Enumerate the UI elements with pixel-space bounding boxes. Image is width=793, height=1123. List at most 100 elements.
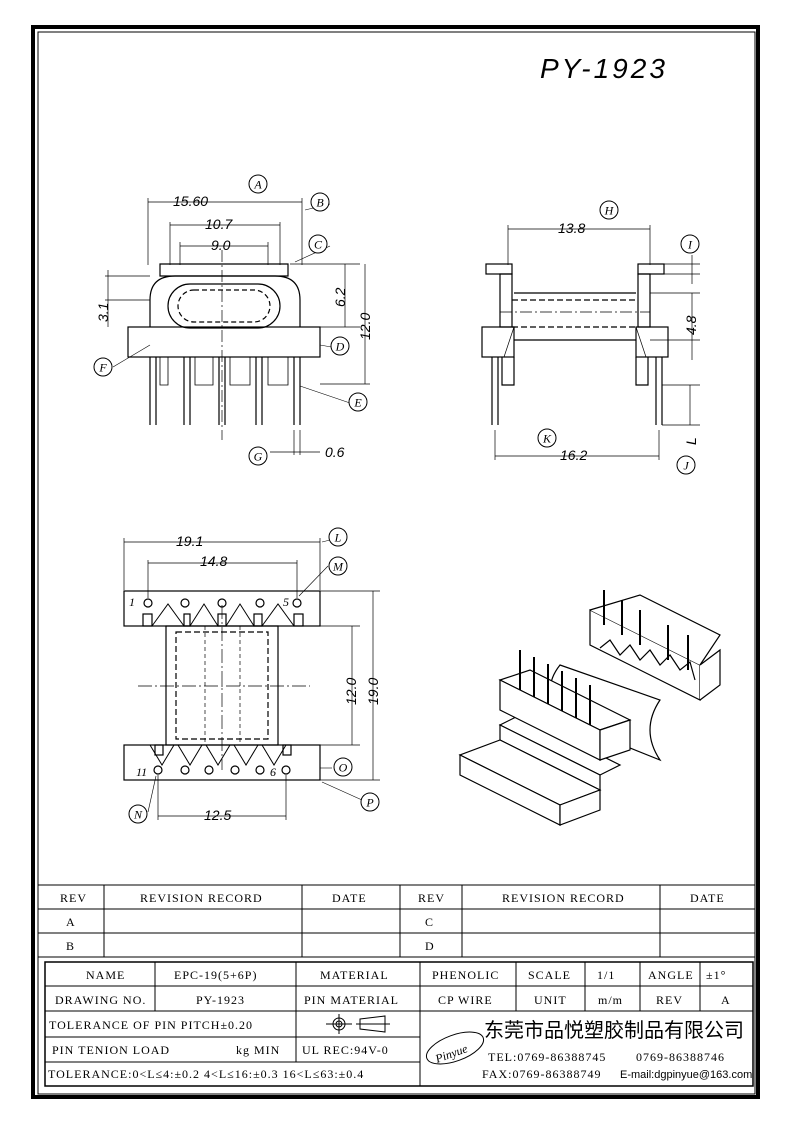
callout-circle-k [537, 428, 557, 448]
callout-label-b: B [316, 196, 324, 210]
callout-circle-l [328, 527, 348, 547]
dim-h2: 6.2 [332, 287, 348, 307]
angle-value: ±1° [706, 968, 726, 982]
material-value: PHENOLIC [432, 968, 499, 982]
rev-d: D [425, 939, 435, 953]
pin-tension-unit: kg MIN [236, 1043, 280, 1057]
date-header-1: DATE [332, 891, 367, 905]
rev-b: B [66, 939, 75, 953]
callout-label-c: C [314, 238, 323, 252]
rev-label: REV [656, 993, 683, 1007]
email: E-mail:dgpinyue@163.com [620, 1069, 752, 1081]
rev-c: C [425, 915, 434, 929]
scale-label: SCALE [528, 968, 571, 982]
dim-bot-w3: 12.5 [204, 807, 231, 823]
callout-label-i: I [687, 238, 693, 252]
revision-table [38, 884, 755, 958]
callout-circle-d [330, 336, 350, 356]
scale-value: 1/1 [597, 968, 615, 982]
callout-label-g: G [254, 450, 263, 464]
inner-border [37, 31, 756, 1095]
dim-bot-h2: 19.0 [365, 678, 381, 705]
pin-material-label: PIN MATERIAL [304, 993, 399, 1007]
dim-bot-w: 19.1 [176, 533, 203, 549]
isometric-view [458, 590, 721, 826]
callout-label-f: F [98, 361, 107, 375]
dim-side-w2: 16.2 [560, 447, 587, 463]
dim-bot-h: 12.0 [343, 678, 359, 705]
pin-label-11: 11 [136, 765, 147, 779]
angle-label: ANGLE [648, 968, 694, 982]
company-logo: Pinyue [425, 1031, 485, 1066]
dim-a: 15.60 [173, 193, 208, 209]
callout-circle-o [333, 757, 353, 777]
dim-h: 3.1 [95, 303, 111, 322]
callout-label-k: K [542, 432, 552, 446]
date-header-2: DATE [690, 891, 725, 905]
callout-circle-a [248, 174, 268, 194]
dim-a3: 9.0 [211, 237, 231, 253]
dim-bot-w2: 14.8 [200, 553, 227, 569]
pin-label-5: 5 [283, 595, 289, 609]
fax: FAX:0769-86388749 [482, 1067, 601, 1081]
bottom-view [123, 538, 380, 820]
drawing-no-value: PY-1923 [196, 993, 245, 1007]
callout-circle-b [310, 192, 330, 212]
title-block [44, 961, 754, 1087]
rev-header-1: REV [60, 891, 87, 905]
callout-circle-i [680, 234, 700, 254]
callout-circle-c [308, 234, 328, 254]
unit-value: m/m [598, 993, 623, 1007]
callout-circle-f [93, 357, 113, 377]
pin-material-value: CP WIRE [438, 993, 493, 1007]
revision-record-header-1: REVISION RECORD [140, 891, 263, 905]
callout-circle-h [599, 200, 619, 220]
callout-label-p: P [365, 796, 374, 810]
revision-record-header-2: REVISION RECORD [502, 891, 625, 905]
callout-label-h: H [604, 204, 615, 218]
ul-rec: UL REC:94V-0 [302, 1043, 389, 1057]
company-name: 东莞市品悦塑胶制品有限公司 [484, 1018, 744, 1042]
callout-label-l: L [334, 531, 342, 545]
drawing-title: PY-1923 [540, 53, 668, 84]
rev-header-2: REV [418, 891, 445, 905]
callout-circle-p [360, 792, 380, 812]
name-value: EPC-19(5+6P) [174, 968, 257, 982]
dim-pin-w: 0.6 [325, 444, 345, 460]
pin-label-1: 1 [129, 595, 135, 609]
callout-circle-m [328, 556, 348, 576]
tel: TEL:0769-86388745 [488, 1050, 606, 1064]
callout-label-d: D [335, 340, 345, 354]
dim-h3: 12.0 [357, 313, 373, 340]
callout-label-o: O [339, 761, 348, 775]
dim-side-l: L [683, 437, 699, 445]
callout-circle-n [128, 804, 148, 824]
drawing-no-label: DRAWING NO. [55, 993, 146, 1007]
rev-value: A [721, 993, 731, 1007]
callout-label-e: E [353, 396, 362, 410]
tel2: 0769-86388746 [636, 1050, 725, 1064]
unit-label: UNIT [534, 993, 567, 1007]
side-view [481, 225, 700, 460]
callout-circle-j [676, 455, 696, 475]
dim-a2: 10.7 [205, 216, 233, 232]
pin-label-6: 6 [270, 765, 276, 779]
name-label: NAME [86, 968, 125, 982]
rev-a: A [66, 915, 76, 929]
dim-side-w: 13.8 [558, 220, 585, 236]
front-view [105, 198, 370, 455]
dim-side-h: 4.8 [683, 315, 699, 335]
tolerance-full: TOLERANCE:0<L≤4:±0.2 4<L≤16:±0.3 16<L≤63… [48, 1067, 364, 1081]
callout-label-j: J [683, 459, 689, 473]
callout-label-n: N [133, 808, 143, 822]
callout-circle-e [348, 392, 368, 412]
material-label: MATERIAL [320, 968, 389, 982]
callout-label-m: M [332, 560, 344, 574]
callout-group: A B C D E F G H I J K L M O N P [93, 174, 700, 824]
tolerance-pitch: TOLERANCE OF PIN PITCH±0.20 [49, 1018, 253, 1032]
outer-border [31, 25, 760, 1099]
callout-label-a: A [253, 178, 262, 192]
pin-tension: PIN TENION LOAD [52, 1043, 170, 1057]
callout-circle-g [248, 446, 268, 466]
